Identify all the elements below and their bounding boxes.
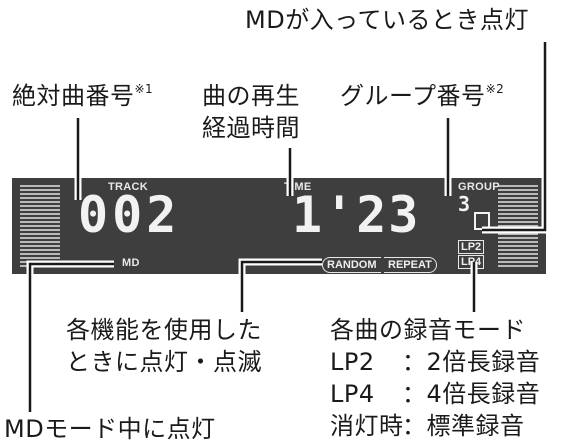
repeat-indicator: REPEAT (384, 257, 437, 273)
lp4-indicator: LP4 (458, 255, 485, 269)
md-mode-callout: MDモード中に点灯 (4, 415, 216, 443)
group-number-readout: 3 (458, 192, 471, 216)
function-callout: 各機能を使用した ときに点灯・点滅 (66, 314, 262, 378)
record-mode-row-lp2: LP2 ：2倍長録音 (330, 346, 540, 378)
absolute-track-text: 絶対曲番号 (12, 82, 135, 110)
elapsed-time-callout: 曲の再生 経過時間 (202, 80, 300, 144)
function-line2: ときに点灯・点滅 (66, 348, 262, 376)
function-line1: 各機能を使用した (66, 316, 262, 344)
record-mode-key: LP4 (330, 380, 375, 408)
record-mode-title: 各曲の録音モード (330, 316, 526, 344)
right-level-meter (498, 185, 538, 267)
track-indicator: TRACK (108, 181, 148, 193)
left-level-meter (20, 185, 60, 267)
record-mode-callout: 各曲の録音モード LP2 ：2倍長録音 LP4 ：4倍長録音 消灯時 ：標準録音 (330, 314, 540, 442)
lcd-display-panel: TRACK TIME GROUP 002 1'23 3 MD RANDOM RE… (12, 178, 546, 274)
elapsed-time-line2: 経過時間 (202, 114, 300, 142)
md-mode-indicator: MD (122, 257, 140, 269)
md-disc-icon (474, 212, 490, 230)
record-mode-row-off: 消灯時 ：標準録音 (330, 410, 540, 442)
md-inserted-callout: MDが入っているとき点灯 (245, 6, 529, 34)
record-mode-key: LP2 (330, 348, 375, 376)
elapsed-time-line1: 曲の再生 (202, 82, 300, 110)
group-number-callout: グループ番号※2 (340, 80, 504, 112)
record-mode-desc: ：2倍長録音 (402, 348, 541, 376)
record-mode-key: 消灯時 (330, 412, 404, 440)
record-mode-desc: ：4倍長録音 (402, 380, 541, 408)
absolute-track-note: ※1 (134, 82, 154, 96)
record-mode-row-lp4: LP4 ：4倍長録音 (330, 378, 540, 410)
group-number-text: グループ番号 (340, 82, 486, 110)
random-indicator: RANDOM (322, 257, 381, 273)
elapsed-time-readout: 1'23 (292, 186, 421, 244)
record-mode-desc: ：標準録音 (402, 412, 525, 440)
lp2-indicator: LP2 (458, 240, 485, 254)
absolute-track-callout: 絶対曲番号※1 (12, 80, 153, 112)
group-number-note: ※2 (485, 82, 505, 96)
track-number-readout: 002 (78, 186, 181, 244)
